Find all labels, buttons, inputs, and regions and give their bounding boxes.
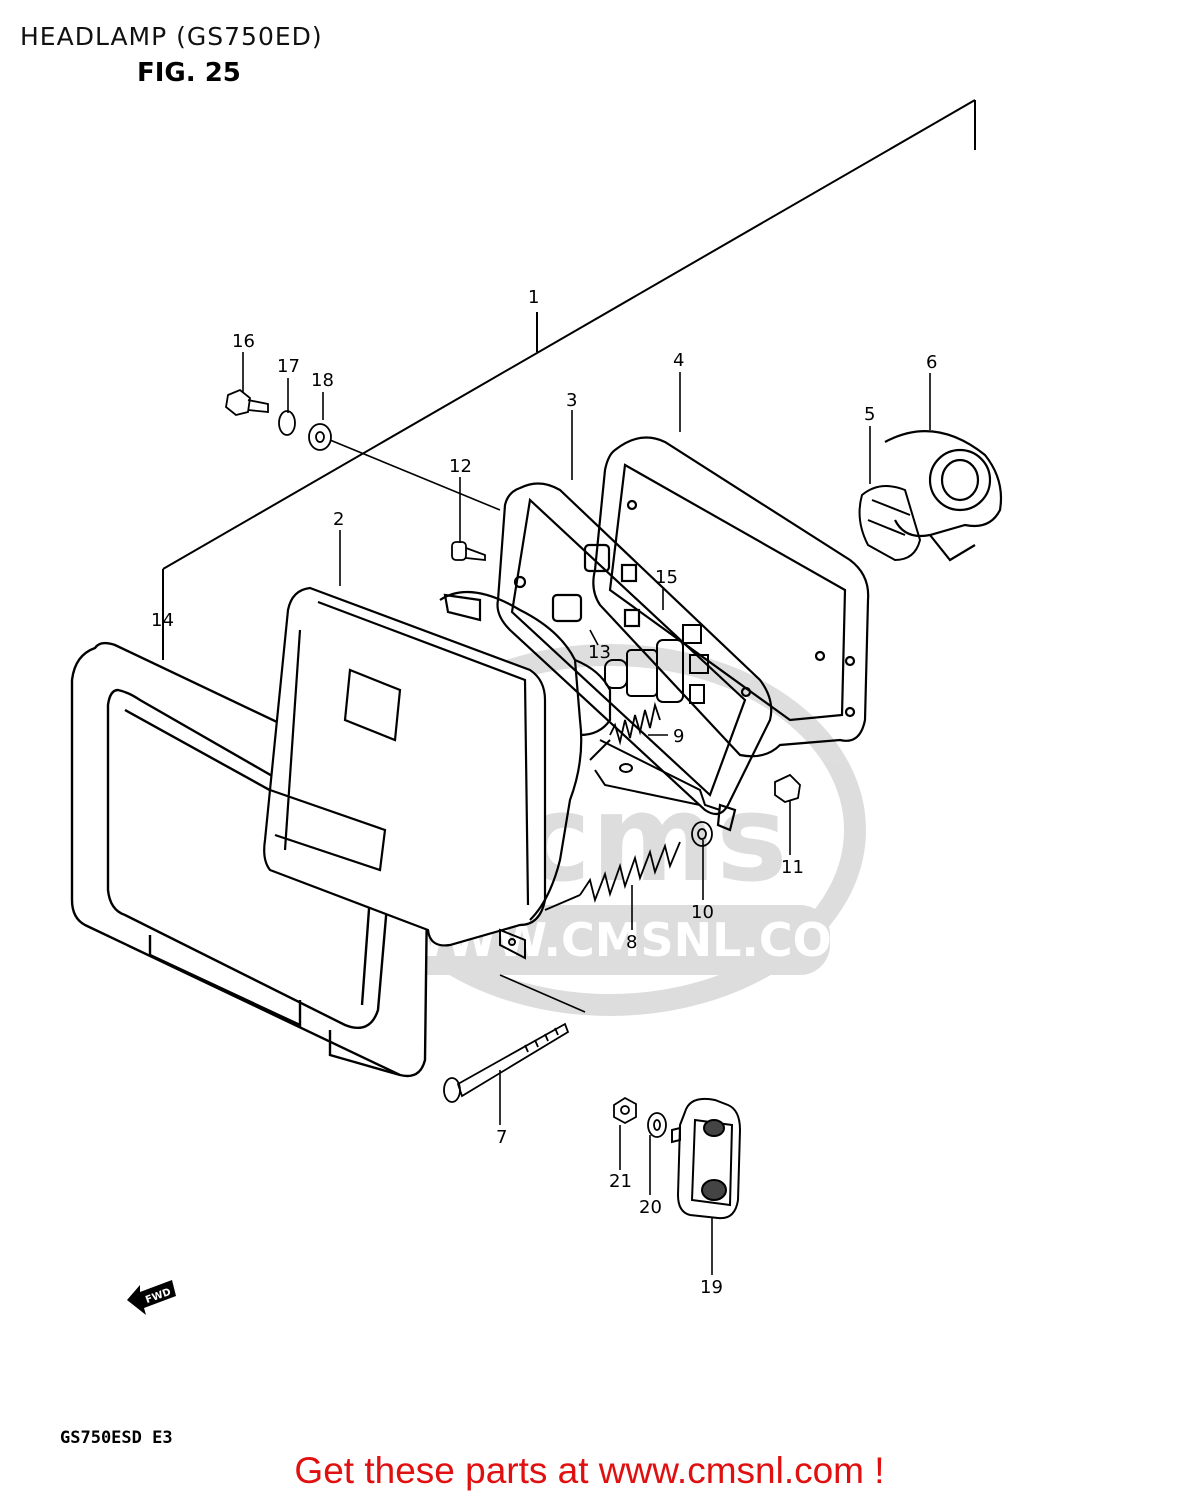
bracket — [589, 739, 721, 811]
callout-12: 12 — [449, 456, 472, 477]
callout-4: 4 — [673, 350, 684, 371]
sealed-beam-unit-2 — [263, 586, 612, 947]
diagram-title: HEADLAMP (GS750ED) — [20, 22, 323, 51]
callout-1: 1 — [528, 287, 539, 308]
callout-17: 17 — [277, 356, 300, 377]
callout-5: 5 — [864, 404, 875, 425]
callout-19: 19 — [700, 1277, 723, 1298]
nut-21 — [613, 1096, 637, 1125]
screw-12 — [451, 541, 486, 561]
callout-15: 15 — [655, 567, 678, 588]
spring-8 — [544, 841, 681, 911]
rear-case-4 — [592, 436, 870, 832]
leader-lines — [242, 352, 931, 1275]
washer-20 — [647, 1112, 667, 1138]
watermark-logo: cms — [520, 770, 788, 909]
screw-7 — [443, 1022, 570, 1103]
callout-18: 18 — [311, 370, 334, 391]
fwd-arrow-icon: FWD — [127, 1280, 176, 1315]
callout-21: 21 — [609, 1171, 632, 1192]
socket-5 — [858, 485, 922, 562]
callout-14: 14 — [151, 610, 174, 631]
hardware-16-17-18 — [225, 388, 332, 451]
callout-7: 7 — [496, 1127, 507, 1148]
rubber-boot-6 — [884, 430, 1003, 562]
reflector-19 — [671, 1097, 742, 1220]
callout-16: 16 — [232, 331, 255, 352]
figure-label: FIG. 25 — [137, 58, 241, 88]
washer-10 — [691, 821, 713, 847]
callout-numbers: 1 2 3 4 5 6 7 8 9 10 11 12 13 14 15 16 1… — [151, 287, 937, 1298]
lower-tab — [499, 928, 526, 960]
assembly-bracket — [162, 99, 976, 660]
bulb-15 — [604, 624, 709, 704]
model-code: GS750ESD E3 — [60, 1428, 173, 1448]
callout-9: 9 — [673, 726, 684, 747]
callout-8: 8 — [626, 932, 637, 953]
callout-20: 20 — [639, 1197, 662, 1218]
callout-2: 2 — [333, 509, 344, 530]
callout-13: 13 — [588, 642, 611, 663]
callout-6: 6 — [926, 352, 937, 373]
callout-3: 3 — [566, 390, 577, 411]
callout-11: 11 — [781, 857, 804, 878]
callout-10: 10 — [691, 902, 714, 923]
spring-9 — [609, 701, 661, 746]
nut-11 — [774, 773, 801, 803]
cmsnl-parts-link[interactable]: Get these parts at www.cmsnl.com ! — [294, 1450, 885, 1491]
